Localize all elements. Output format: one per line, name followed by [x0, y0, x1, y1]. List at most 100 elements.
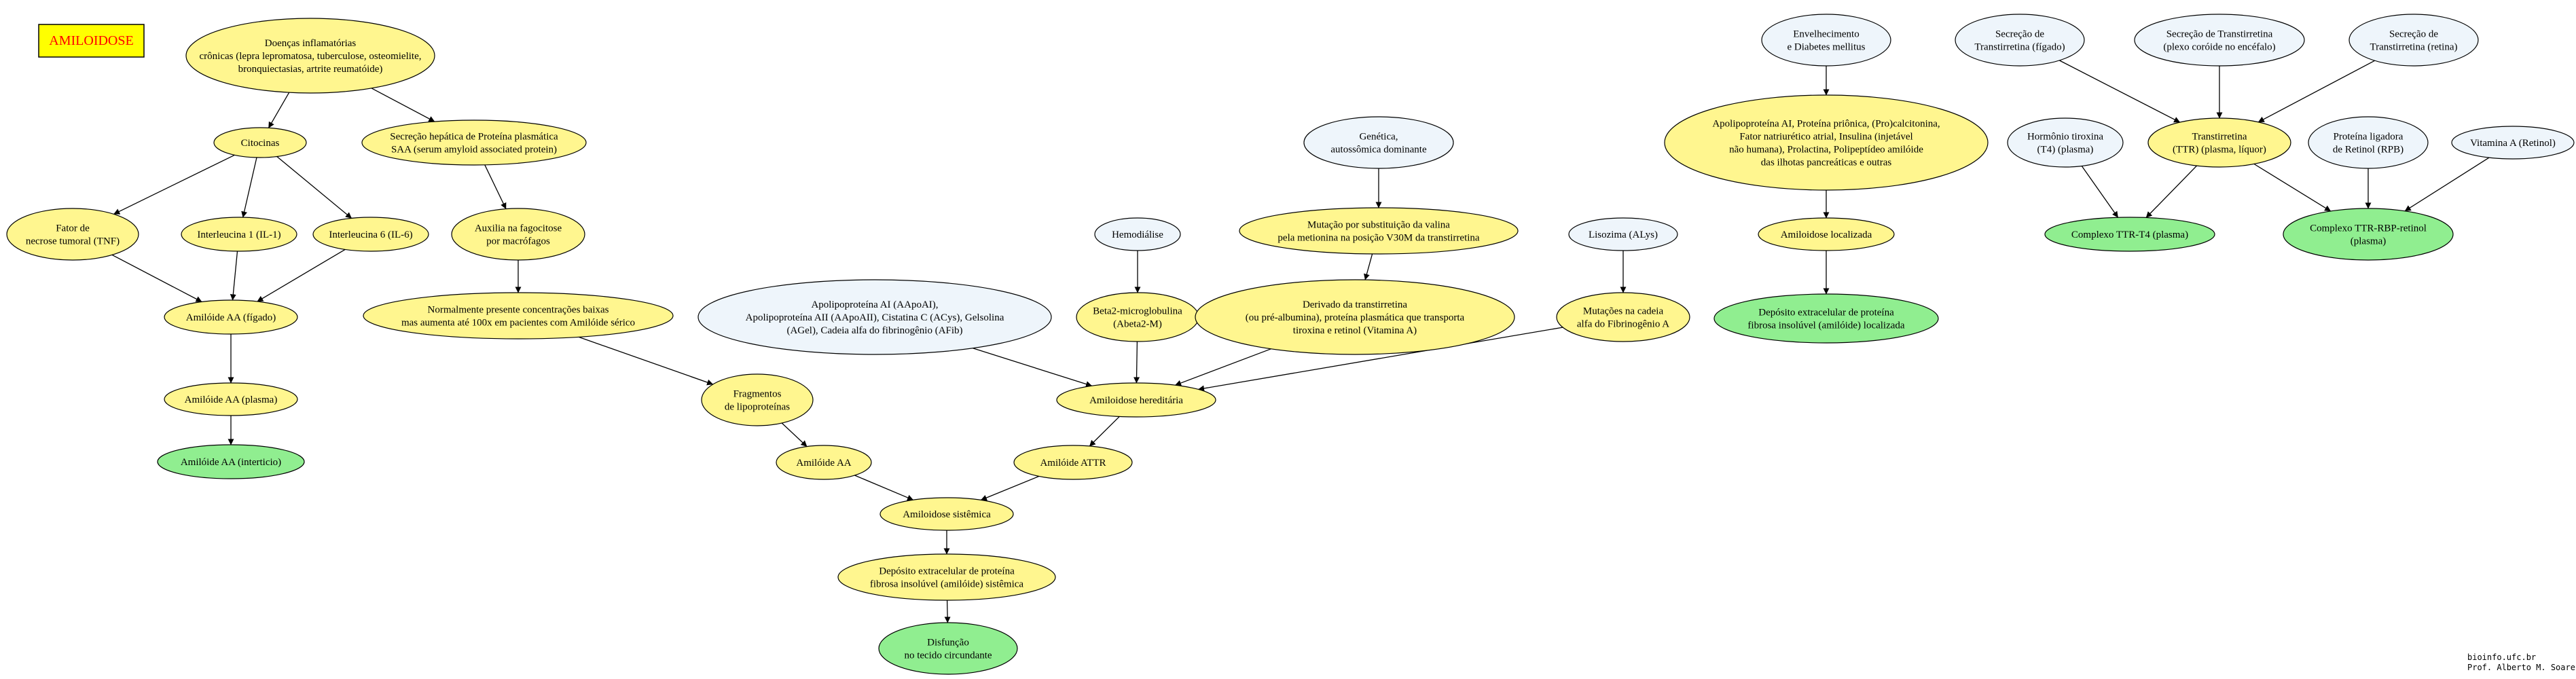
edge-citocinas-to-tnf	[113, 154, 235, 215]
node-sec_ttr_plexo-label-line: Secreção de Transtirretina	[2166, 29, 2273, 40]
node-il1: Interleucina 1 (IL-1)	[181, 217, 297, 252]
node-deposito_sist-label-line: fibrosa insolúvel (amilóide) sistêmica	[870, 579, 1024, 590]
edge-derivado_ttr-to-hereditaria	[1175, 348, 1271, 386]
node-doencas-ellipse	[185, 18, 435, 94]
node-deposito_loc-label-line: Depósito extracelular de proteína	[1758, 308, 1894, 318]
node-sec_ttr_plexo: Secreção de Transtirretina(plexo coróide…	[2134, 14, 2305, 67]
edge-saa-to-fagocitose	[484, 164, 507, 210]
node-aa_plasma-label-line: Amilóide AA (plasma)	[185, 394, 278, 405]
node-aa_plasma: Amilóide AA (plasma)	[164, 382, 298, 416]
node-apolipo_ai-ellipse	[1664, 94, 1989, 191]
node-disfuncao-label-line: no tecido circundante	[904, 650, 992, 661]
node-mutacao_valina-ellipse	[1239, 207, 1519, 255]
node-sec_ttr_figado-label-line: Transtirretina (fígado)	[1974, 42, 2065, 53]
node-apolipo_ai-label-line: não humana), Prolactina, Polipeptídeo am…	[1729, 145, 1923, 155]
node-hemodialise-ellipse	[1094, 217, 1181, 251]
node-sistemica-ellipse	[879, 497, 1014, 531]
node-lisozima: Lisozima (ALys)	[1568, 217, 1678, 251]
title-box-frame	[38, 24, 145, 58]
node-envelhecimento: Envelhecimento e Diabetes mellitus	[1761, 14, 1891, 67]
node-deposito_loc: Depósito extracelular de proteína fibrosa…	[1713, 293, 1939, 344]
node-rbp-label-line: de Retinol (RPB)	[2333, 145, 2403, 155]
node-citocinas: Citocinas	[213, 127, 307, 158]
edge-citocinas-to-il6	[276, 155, 352, 219]
edge-beta2-to-hereditaria	[1133, 341, 1140, 384]
node-saa: Secreção hepática de Proteína plasmática…	[361, 120, 587, 166]
node-fagocitose-ellipse	[451, 208, 585, 261]
node-apolipo-ellipse	[697, 279, 1052, 355]
node-deposito_loc-label-line: fibrosa insolúvel (amilóide) localizada	[1747, 320, 1905, 331]
node-genetica-label-line: Genética,	[1359, 132, 1398, 143]
node-aa_intersticio-ellipse	[157, 444, 305, 479]
edge-t4-to-ttr_t4	[2081, 166, 2119, 218]
edge-vitamina_a-to-ttr_rbp	[2404, 157, 2490, 212]
node-apolipo-label-line: Apolipoproteína AI (AApoAI),	[811, 299, 938, 310]
edge-mutacao_valina-to-derivado_ttr	[1364, 253, 1373, 280]
edge-doencas-to-citocinas	[268, 92, 290, 128]
node-vitamina_a-ellipse	[2451, 126, 2575, 160]
node-deposito_sist-ellipse	[837, 553, 1056, 601]
edge-ttr-to-ttr_rbp	[2253, 163, 2332, 212]
node-sec_ttr_figado-label-line: Secreção de	[1995, 29, 2044, 40]
credits: bioinfo.ufc.br Prof. Alberto M. Soares	[2467, 653, 2576, 672]
node-tnf-label-line: Fator de	[56, 223, 90, 234]
node-vitamina_a: Vitamina A (Retinol)	[2451, 126, 2575, 160]
edge-fragmentos-to-amiloide_aa	[781, 422, 808, 447]
edge-apolipo-to-hereditaria	[973, 348, 1093, 388]
node-envelhecimento-label-line: Envelhecimento	[1793, 29, 1859, 40]
node-lisozima-ellipse	[1568, 217, 1678, 251]
node-amiloide_aa-ellipse	[776, 445, 872, 480]
node-envelhecimento-ellipse	[1761, 14, 1891, 67]
node-mut_fibrinogenio-label-line: Mutações na cadeia	[1583, 306, 1664, 317]
edge-sec_ttr_figado-to-ttr	[2059, 60, 2181, 123]
node-sistemica-label-line: Amiloidose sistêmica	[903, 509, 991, 520]
node-hereditaria-ellipse	[1056, 382, 1216, 418]
node-envelhecimento-label-line: e Diabetes mellitus	[1788, 42, 1866, 53]
node-aa_intersticio-label-line: Amilóide AA (interticio)	[181, 457, 281, 468]
node-attr-label-line: Amilóide ATTR	[1040, 458, 1106, 469]
node-fragmentos-label-line: Fragmentos	[733, 389, 782, 400]
edge-ttr-to-ttr_t4	[2145, 165, 2198, 218]
node-hereditaria: Amiloidose hereditária	[1056, 382, 1216, 418]
node-ttr_rbp-ellipse	[2283, 208, 2454, 261]
node-normalmente-ellipse	[363, 292, 674, 340]
edge-mut_fibrinogenio-to-hereditaria	[1198, 327, 1563, 392]
node-ttr_rbp-label-line: Complexo TTR-RBP-retinol	[2310, 223, 2427, 234]
edge-amiloide_aa-to-sistemica	[854, 475, 914, 501]
node-apolipo: Apolipoproteína AI (AApoAI),Apolipoprote…	[697, 279, 1052, 355]
node-apolipo_ai: Apolipoproteína AI, Proteína priônica, (…	[1664, 94, 1989, 191]
node-ttr_rbp: Complexo TTR-RBP-retinol(plasma)	[2283, 208, 2454, 261]
node-mut_fibrinogenio-label-line: alfa do Fibrinogênio A	[1577, 319, 1669, 330]
edge-il1-to-aa_figado	[230, 251, 238, 301]
node-il1-label-line: Interleucina 1 (IL-1)	[197, 230, 280, 240]
node-il6-label-line: Interleucina 6 (IL-6)	[329, 230, 412, 240]
node-sec_ttr_plexo-ellipse	[2134, 14, 2305, 67]
node-beta2-ellipse	[1076, 292, 1199, 342]
node-doencas-label-line: crônicas (lepra lepromatosa, tuberculose…	[200, 51, 422, 62]
edge-citocinas-to-il1	[241, 157, 257, 218]
title-label: AMILOIDOSE	[49, 33, 133, 48]
node-derivado_ttr-label-line: (ou pré-albumina), proteína plasmática q…	[1246, 312, 1465, 323]
node-genetica-label-line: autossômica dominante	[1330, 145, 1427, 155]
node-sec_ttr_retina-ellipse	[2348, 14, 2479, 67]
node-citocinas-label-line: Citocinas	[241, 138, 280, 149]
edge-tnf-to-aa_figado	[111, 254, 202, 303]
node-apolipo_ai-label-line: das ilhotas pancreáticas e outras	[1761, 158, 1892, 168]
node-attr-ellipse	[1013, 445, 1133, 480]
node-apolipo_ai-label-line: Fator natriurético atrial, Insulina (inj…	[1739, 132, 1912, 143]
edge-il6-to-aa_figado	[257, 249, 346, 302]
node-hemodialise: Hemodiálise	[1094, 217, 1181, 251]
node-aa_figado-ellipse	[164, 299, 298, 335]
node-il6-ellipse	[312, 217, 429, 252]
node-mutacao_valina-label-line: pela metionina na posição V30M da transt…	[1277, 233, 1479, 244]
node-tnf-label-line: necrose tumoral (TNF)	[26, 236, 120, 247]
node-sistemica: Amiloidose sistêmica	[879, 497, 1014, 531]
node-amiloide_aa-label-line: Amilóide AA	[796, 458, 851, 469]
node-beta2-label-line: Beta2-microglobulina	[1093, 306, 1182, 317]
node-il6: Interleucina 6 (IL-6)	[312, 217, 429, 252]
node-normalmente-label-line: mas aumenta até 100x em pacientes com Am…	[401, 318, 635, 329]
